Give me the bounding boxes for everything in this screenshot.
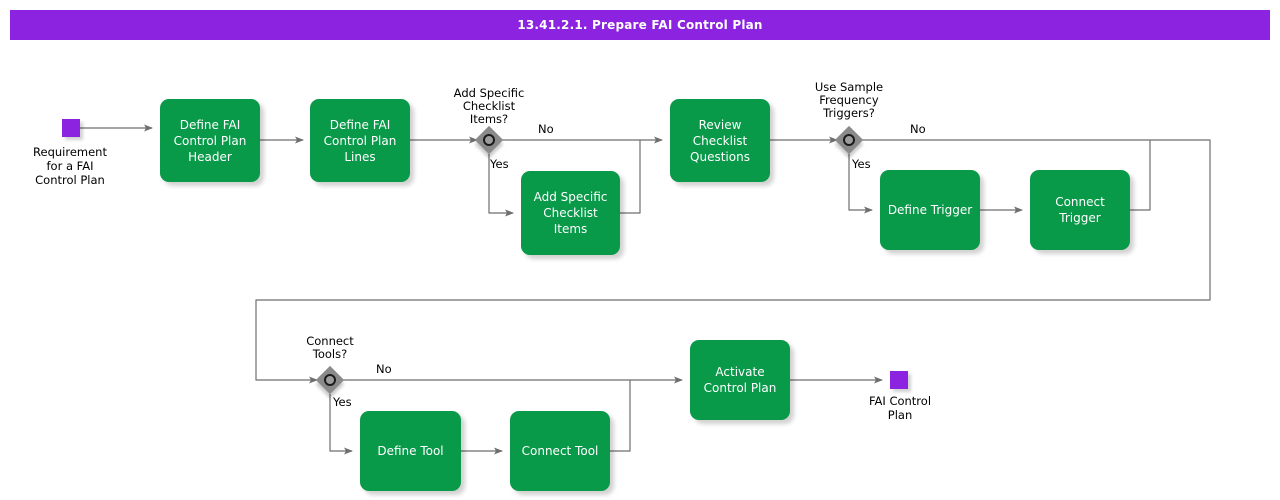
edge-connect-tool-merge — [610, 380, 631, 452]
edge-label-gw-tools-yes: Yes — [333, 395, 352, 409]
task-define-fai-control-plan-lines[interactable]: Define FAI Control Plan Lines — [310, 99, 410, 182]
page-title: 13.41.2.1. Prepare FAI Control Plan — [10, 10, 1270, 40]
gateway-label-connect-tools: Connect Tools? — [306, 334, 354, 361]
gateway-circle-icon — [483, 134, 495, 146]
edge-label-gw-checklist-no: No — [538, 122, 554, 136]
task-define-trigger[interactable]: Define Trigger — [880, 170, 980, 250]
task-define-tool[interactable]: Define Tool — [360, 411, 461, 491]
gateway-add-specific-checklist-items[interactable] — [474, 125, 504, 155]
gateway-connect-tools[interactable] — [315, 365, 345, 395]
edge-connect-trigger-merge — [1130, 140, 1151, 211]
task-define-fai-control-plan-header[interactable]: Define FAI Control Plan Header — [160, 99, 260, 182]
gateway-circle-icon — [843, 134, 855, 146]
edge-label-gw-triggers-no: No — [910, 122, 926, 136]
task-connect-trigger[interactable]: Connect Trigger — [1030, 170, 1130, 250]
end-event-label: FAI Control Plan — [868, 394, 932, 422]
task-review-checklist-questions[interactable]: Review Checklist Questions — [670, 99, 770, 182]
edge-label-gw-checklist-yes: Yes — [490, 157, 509, 171]
gateway-label-use-sample-frequency-triggers: Use Sample Frequency Triggers? — [814, 80, 884, 120]
edge-label-gw-triggers-yes: Yes — [852, 157, 871, 171]
gateway-label-add-specific-checklist-items: Add Specific Checklist Items? — [453, 86, 525, 126]
task-activate-control-plan[interactable]: Activate Control Plan — [690, 340, 790, 420]
gateway-use-sample-frequency-triggers[interactable] — [834, 125, 864, 155]
start-event[interactable] — [62, 119, 80, 137]
task-add-specific-checklist-items[interactable]: Add Specific Checklist Items — [521, 171, 620, 255]
task-connect-tool[interactable]: Connect Tool — [510, 411, 610, 491]
gateway-circle-icon — [324, 374, 336, 386]
end-event[interactable] — [890, 371, 908, 389]
edge-label-gw-tools-no: No — [376, 362, 392, 376]
edge-add-items-merge — [620, 140, 641, 214]
start-event-label: Requirement for a FAI Control Plan — [33, 145, 107, 187]
